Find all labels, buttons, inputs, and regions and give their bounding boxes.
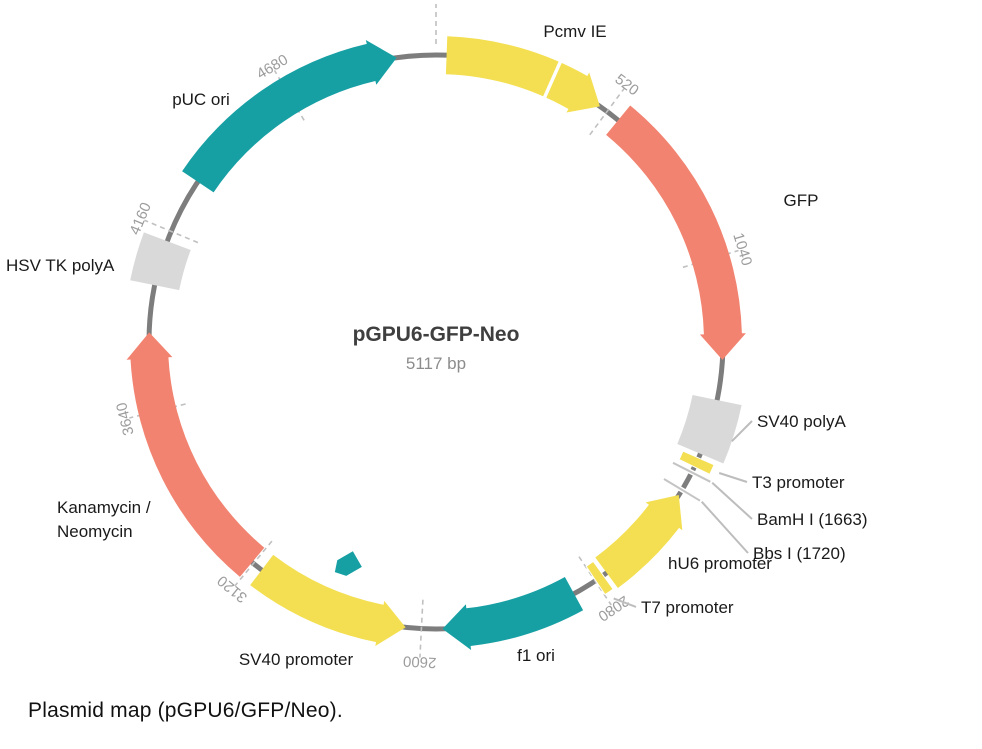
tick-label-4160: 4160 xyxy=(126,200,155,237)
leader-line-bamhi xyxy=(711,481,753,520)
feature-arc-t3-promoter xyxy=(678,450,715,475)
feature-arc-sv40-promoter xyxy=(250,554,406,646)
feature-label-hu6-promoter: hU6 promoter xyxy=(668,554,772,573)
feature-label-sv40-polya: SV40 polyA xyxy=(757,412,846,431)
feature-label-kanamycin-neomycin: Kanamycin /Neomycin xyxy=(57,498,151,541)
feature-arc-sv40-polya xyxy=(677,395,742,464)
feature-label-pcmv-ie: Pcmv IE xyxy=(543,22,606,41)
tick-label-1040: 1040 xyxy=(729,231,755,268)
tick-label-3120: 3120 xyxy=(214,572,251,606)
feature-divider-pcmv-ie xyxy=(542,60,563,99)
feature-label-t7-promoter: T7 promoter xyxy=(641,598,734,617)
site-mark-bamhi xyxy=(672,461,711,483)
tick-label-2600: 2600 xyxy=(403,652,437,671)
tick-4160 xyxy=(144,219,199,244)
site-label-bbsi: Bbs I (1720) xyxy=(753,544,846,563)
leader-line-t3-promoter xyxy=(718,472,748,483)
feature-arc-kanamycin-neomycin xyxy=(126,332,265,577)
feature-arc-f1-ori xyxy=(442,577,584,650)
feature-arc-pcmv-ie xyxy=(445,36,600,113)
tick-label-520: 520 xyxy=(612,71,642,100)
map-size: 5117 bp xyxy=(406,354,466,373)
feature-label-hsv-tk-polya: HSV TK polyA xyxy=(6,256,115,275)
tick-label-3640: 3640 xyxy=(113,401,138,437)
leader-line-t7-promoter xyxy=(613,597,637,608)
tick-3120 xyxy=(234,540,273,587)
feature-label-t3-promoter: T3 promoter xyxy=(752,473,845,492)
feature-arc-gfp xyxy=(606,105,746,360)
feature-arc-puc-ori xyxy=(182,40,397,193)
tick-2600 xyxy=(419,599,424,658)
feature-label-f1-ori: f1 ori xyxy=(517,646,555,665)
feature-arc-hsv-tk-polya xyxy=(130,232,191,291)
tick-2080 xyxy=(578,556,612,606)
leader-line-bbsi xyxy=(700,501,749,554)
inner-teal-arrow xyxy=(334,551,362,576)
leader-line-sv40-polya xyxy=(731,420,753,443)
feature-label-gfp: GFP xyxy=(784,191,819,210)
feature-label-sv40-promoter: SV40 promoter xyxy=(239,650,354,669)
feature-arc-hu6-promoter xyxy=(595,495,683,588)
map-title: pGPU6-GFP-Neo xyxy=(353,323,520,346)
feature-arc-t7-promoter xyxy=(585,560,614,596)
feature-label-puc-ori: pUC ori xyxy=(172,90,230,109)
tick-520 xyxy=(589,87,625,136)
figure-caption: Plasmid map (pGPU6/GFP/Neo). xyxy=(28,699,343,722)
site-label-bamhi: BamH I (1663) xyxy=(757,510,868,529)
tick-label-2080: 2080 xyxy=(595,592,632,625)
site-mark-bbsi xyxy=(663,478,701,502)
